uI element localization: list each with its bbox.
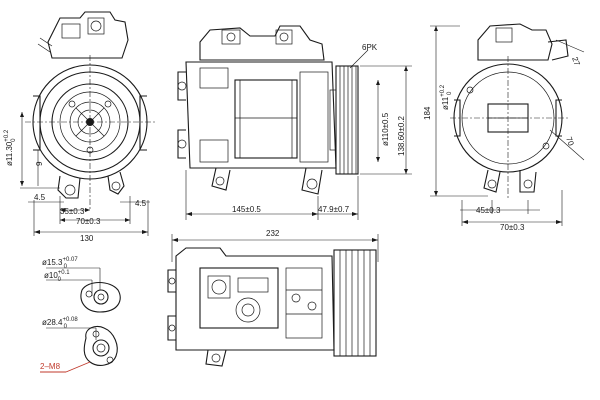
port-thread-label: 2–M8 <box>40 362 61 371</box>
front-dim-130: 130 <box>80 234 94 243</box>
rear-dim-184: 184 <box>423 106 432 120</box>
side-view <box>177 25 412 220</box>
bottom-dim-232: 232 <box>266 229 280 238</box>
pulley-bottom <box>333 249 377 357</box>
bottom-view <box>167 234 379 367</box>
side-dim-145: 145±0.5 <box>232 205 261 214</box>
rear-dim-27: 27 <box>570 56 582 68</box>
front-dim-4-5-left: 4.5 <box>34 193 46 202</box>
compressor-body-bottom <box>175 247 335 351</box>
rear-dim-hole: ø11+0.20 <box>440 84 453 110</box>
front-dim-hole: ø11.30+0.20 <box>4 129 17 166</box>
port-detail-discharge <box>40 325 118 373</box>
rear-dim-70-diag: 70 <box>564 136 576 148</box>
side-dim-110: ø110±0.5 <box>381 112 390 146</box>
pulley <box>335 65 359 175</box>
front-view <box>20 11 155 236</box>
side-dim-47-9: 47.9±0.7 <box>318 205 350 214</box>
side-dim-138: 138.60±0.2 <box>397 115 406 156</box>
front-dim-4-5-right: 4.5 <box>135 199 147 208</box>
rear-dim-70: 70±0.3 <box>500 223 525 232</box>
front-dim-9: 9 <box>35 161 44 166</box>
rear-dim-45: 45±0.3 <box>476 206 501 215</box>
port-detail-suction <box>46 267 121 313</box>
front-dim-35: 35±0.3 <box>60 207 85 216</box>
side-dim-6pk: 6PK <box>362 43 378 52</box>
front-dim-70: 70±0.3 <box>76 217 101 226</box>
rear-view <box>430 23 585 226</box>
